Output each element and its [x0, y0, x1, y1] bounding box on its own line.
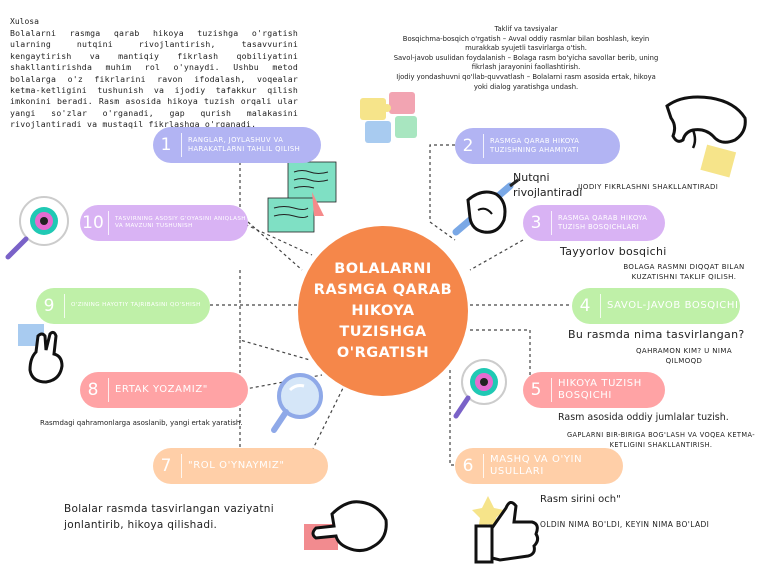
step-8-number: 8 — [87, 380, 99, 400]
label-rasm-asosida: Rasm asosida oddiy jumlalar tuzish. — [558, 412, 729, 423]
hand-pointing-icon-2 — [304, 500, 388, 553]
magnifier-icon-2 — [271, 373, 323, 433]
step-10-number: 10 — [82, 213, 104, 233]
step-6-pill[interactable]: 6 MASHQ VA O'YIN USULLARI — [455, 448, 623, 484]
label-rasmdagi: Rasmdagi qahramonlarga asoslanib, yangi … — [40, 419, 243, 427]
step-1-text: RANGLAR, JOYLASHUV VA HARAKATLARNI TAHLI… — [188, 136, 301, 153]
hand-gesture-icon — [18, 324, 64, 384]
step-1-number: 1 — [160, 135, 172, 155]
step-6-number: 6 — [462, 456, 474, 476]
magnifier-icon — [5, 196, 69, 260]
step-4-pill[interactable]: 4 SAVOL-JAVOB BOSQICHI — [572, 288, 740, 324]
step-5-text: HIKOYA TUZISH BOSQICHI — [558, 378, 642, 401]
label-bolalar-rasmda: Bolalar rasmda tasvirlangan vaziyatni jo… — [64, 503, 274, 531]
step-8-text: ERTAK YOZAMIZ" — [115, 384, 208, 395]
label-oldin: OLDIN NIMA BO'LDI, KEYIN NIMA BO'LADI — [540, 520, 710, 529]
center-title: BOLALARNI RASMGA QARAB HIKOYA TUZISHGA O… — [298, 226, 468, 396]
recommendation-2: Savol-javob usulidan foydalanish – Bolag… — [393, 53, 659, 72]
step-7-pill[interactable]: 7 "ROL O'YNAYMIZ" — [153, 448, 328, 484]
notes-icon — [267, 161, 337, 233]
step-8-pill[interactable]: 8 ERTAK YOZAMIZ" — [80, 372, 248, 408]
hand-pencil-icon — [452, 178, 519, 236]
label-qahramon: QAHRAMON KIM? U NIMA QILMOQD — [635, 347, 733, 365]
step-3-text: RASMGA QARAB HIKOYA TUZISH BOSQICHLARI — [558, 214, 648, 231]
step-2-pill[interactable]: 2 RASMGA QARAB HIKOYA TUZISHNING AHAMIYA… — [455, 128, 620, 164]
step-1-pill[interactable]: 1 RANGLAR, JOYLASHUV VA HARAKATLARNI TAH… — [153, 127, 321, 163]
label-nutqni: Nutqni rivojlantiradi — [513, 171, 583, 199]
recommendations: Taklif va tavsiyalar Bosqichma-bosqich o… — [392, 25, 660, 92]
step-7-text: "ROL O'YNAYMIZ" — [188, 460, 285, 471]
label-bu-rasmda: Bu rasmda nima tasvirlangan? — [568, 328, 745, 341]
label-gaplarni: GAPLARNI BIR-BIRIGA BOG'LASH VA VOQEA KE… — [566, 431, 755, 449]
step-3-pill[interactable]: 3 RASMGA QARAB HIKOYA TUZISH BOSQICHLARI — [523, 205, 665, 241]
magnifier-icon-3 — [453, 359, 507, 419]
step-4-number: 4 — [579, 296, 591, 316]
step-9-number: 9 — [43, 296, 55, 316]
step-9-pill[interactable]: 9 O'ZINING HAYOTIY TAJRIBASINI QO'SHISH — [36, 288, 210, 324]
step-5-pill[interactable]: 5 HIKOYA TUZISH BOSQICHI — [523, 372, 665, 408]
step-10-pill[interactable]: 10 TASVIRNING ASOSIY G'OYASINI ANIQLASH … — [80, 205, 248, 241]
step-5-number: 5 — [530, 380, 542, 400]
center-title-text: BOLALARNI RASMGA QARAB HIKOYA TUZISHGA O… — [313, 260, 453, 361]
step-2-number: 2 — [462, 136, 474, 156]
label-rasm-sirini: Rasm sirini och" — [540, 494, 621, 505]
thumbs-up-icon — [472, 496, 540, 564]
step-4-text: SAVOL-JAVOB BOSQICHI — [607, 300, 739, 311]
step-9-text: O'ZINING HAYOTIY TAJRIBASINI QO'SHISH — [71, 302, 201, 309]
label-tayyorlov: Tayyorlov bosqichi — [560, 245, 667, 258]
step-6-text: MASHQ VA O'YIN USULLARI — [490, 454, 583, 477]
puzzle-icon — [360, 92, 417, 143]
label-bolaga: BOLAGA RASMNI DIQQAT BILAN KUZATISHNI TA… — [623, 263, 745, 281]
step-3-number: 3 — [530, 213, 542, 233]
step-10-text: TASVIRNING ASOSIY G'OYASINI ANIQLASH VA … — [115, 215, 246, 230]
conclusion-text: Bolalarni rasmga qarab hikoya tuzishga o… — [10, 28, 298, 130]
recommendation-1: Bosqichma-bosqich o'rgatish – Avval oddi… — [402, 34, 650, 53]
step-7-number: 7 — [160, 456, 172, 476]
label-ijodiy: IJODIY FIKRLASHNI SHAKLLANTIRADI — [578, 183, 719, 191]
recommendations-title: Taklif va tavsiyalar — [494, 25, 558, 33]
step-2-text: RASMGA QARAB HIKOYA TUZISHNING AHAMIYATI — [490, 137, 580, 154]
conclusion-title: Xulosa — [10, 17, 39, 26]
recommendation-3: Ijodiy yondashuvni qo'llab-quvvatlash – … — [396, 72, 656, 91]
hand-pointing-icon — [665, 95, 747, 178]
